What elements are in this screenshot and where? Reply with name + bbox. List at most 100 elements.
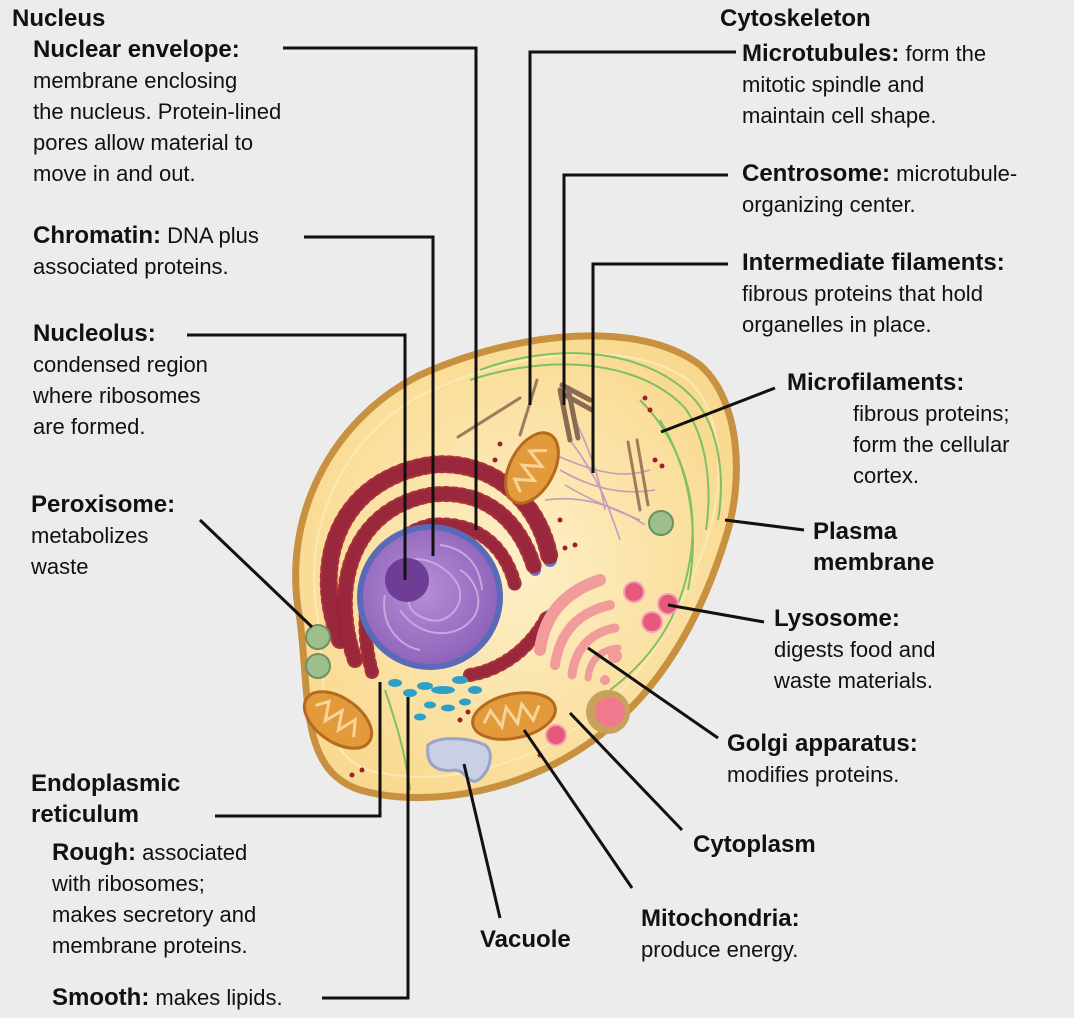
vesicle	[586, 690, 630, 734]
term-intermediate-filaments: Intermediate filaments:	[742, 249, 1005, 276]
label-mitochondria: Mitochondria: produce energy.	[641, 903, 800, 965]
desc-line: associated proteins.	[33, 254, 229, 279]
term-mitochondria: Mitochondria:	[641, 905, 800, 932]
term-microfilaments: Microfilaments:	[787, 369, 965, 396]
term-rough: Rough:	[52, 839, 136, 866]
label-smooth-er: Smooth: makes lipids.	[52, 982, 283, 1013]
label-peroxisome: Peroxisome: metabolizes waste	[31, 489, 175, 582]
term-golgi: Golgi apparatus:	[727, 730, 918, 757]
desc-line: digests food and	[774, 637, 936, 662]
label-plasma-membrane: Plasma membrane	[813, 516, 934, 578]
leader-centrosome	[562, 173, 728, 405]
desc-inline: form the	[899, 41, 987, 66]
term-vacuole: Vacuole	[480, 926, 571, 953]
nucleolus	[385, 558, 429, 602]
leader-mitochondria	[522, 729, 634, 889]
desc-line: maintain cell shape.	[742, 103, 937, 128]
leader-microtubules	[528, 50, 736, 405]
desc-line: organelles in place.	[742, 312, 932, 337]
label-vacuole: Vacuole	[480, 924, 571, 955]
leader-vacuole	[462, 763, 502, 919]
leader-peroxisome	[198, 518, 314, 629]
desc-line: are formed.	[33, 414, 146, 439]
desc-line: with ribosomes;	[52, 871, 205, 896]
label-chromatin: Chromatin: DNA plus associated proteins.	[33, 220, 259, 282]
leader-nuclear-envelope	[283, 46, 478, 530]
desc-line: mitotic spindle and	[742, 72, 925, 97]
label-rough-er: Rough: associated with ribosomes; makes …	[52, 837, 256, 961]
microtubules	[456, 378, 650, 512]
smooth-er	[388, 676, 482, 721]
term-microtubules: Microtubules:	[742, 40, 900, 67]
desc-inline: makes lipids.	[149, 985, 283, 1010]
leader-lysosome	[667, 603, 765, 624]
desc-line: move in and out.	[33, 161, 196, 186]
desc-line: fibrous proteins;	[853, 401, 1010, 426]
desc-line: form the cellular	[853, 432, 1010, 457]
intermediate-filaments	[544, 419, 656, 541]
desc-line: metabolizes	[31, 523, 149, 548]
label-intermediate-filaments: Intermediate filaments: fibrous proteins…	[742, 247, 1005, 340]
desc-inline: DNA plus	[161, 223, 259, 248]
desc-line: the nucleus. Protein-lined	[33, 99, 282, 124]
desc-line: organizing center.	[742, 192, 916, 217]
label-nucleolus: Nucleolus: condensed region where riboso…	[33, 318, 208, 442]
desc-line: condensed region	[33, 352, 208, 377]
mitochondria	[302, 431, 560, 750]
nucleus-heading: Nucleus	[12, 5, 106, 32]
label-lysosome: Lysosome: digests food and waste materia…	[774, 603, 935, 696]
term-nucleolus: Nucleolus:	[33, 320, 156, 347]
desc-line: membrane proteins.	[52, 933, 248, 958]
desc-line: membrane enclosing	[33, 68, 238, 93]
desc-inline: associated	[135, 840, 248, 865]
term-cytoplasm: Cytoplasm	[693, 831, 816, 858]
term-pm-line: membrane	[813, 549, 935, 576]
cytoplasm	[313, 353, 720, 778]
term-er-line: Endoplasmic	[31, 770, 181, 797]
label-golgi-apparatus: Golgi apparatus: modifies proteins.	[727, 728, 918, 790]
leader-plasma-membrane	[724, 518, 805, 532]
centrosome	[557, 382, 595, 443]
label-centrosome: Centrosome: microtubule- organizing cent…	[742, 158, 1017, 220]
leader-cytoplasm	[568, 711, 684, 832]
term-lysosome: Lysosome:	[774, 605, 900, 632]
leader-endoplasmic-reticulum	[215, 682, 382, 818]
chromatin	[383, 544, 483, 651]
label-microfilaments: Microfilaments: fibrous proteins; form t…	[787, 367, 1010, 491]
desc-line: produce energy.	[641, 937, 799, 962]
golgi-apparatus	[534, 574, 622, 685]
label-microtubules: Microtubules: form the mitotic spindle a…	[742, 38, 986, 131]
desc-line: cortex.	[853, 463, 920, 488]
term-chromatin: Chromatin:	[33, 222, 161, 249]
term-nuclear-envelope: Nuclear envelope:	[33, 36, 240, 63]
desc-line: where ribosomes	[33, 383, 201, 408]
label-cytoplasm: Cytoplasm	[693, 829, 816, 860]
term-smooth: Smooth:	[52, 984, 150, 1011]
leader-chromatin	[304, 235, 435, 556]
peroxisomes	[305, 510, 674, 679]
term-peroxisome: Peroxisome:	[31, 491, 176, 518]
desc-line: modifies proteins.	[727, 762, 900, 787]
nucleus	[357, 524, 503, 670]
leader-nucleolus	[187, 333, 407, 580]
leader-smooth-er	[322, 697, 410, 1000]
desc-line: waste materials.	[774, 668, 933, 693]
label-endoplasmic-reticulum: Endoplasmic reticulum	[31, 768, 180, 830]
desc-line: makes secretory and	[52, 902, 257, 927]
leader-golgi	[587, 646, 719, 740]
desc-line: fibrous proteins that hold	[742, 281, 983, 306]
term-centrosome: Centrosome:	[742, 160, 891, 187]
desc-inline: microtubule-	[890, 161, 1018, 186]
desc-line: pores allow material to	[33, 130, 254, 155]
cytoskeleton-heading: Cytoskeleton	[720, 5, 871, 32]
desc-line: waste	[31, 554, 89, 579]
term-pm-line: Plasma	[813, 518, 898, 545]
lysosomes	[545, 581, 679, 746]
leader-intermediate-filaments	[591, 262, 728, 473]
leader-lines	[187, 46, 805, 1000]
vacuole	[426, 737, 492, 783]
label-nuclear-envelope: Nuclear envelope: membrane enclosing the…	[33, 34, 281, 189]
leader-microfilaments	[660, 386, 776, 434]
term-er-line: reticulum	[31, 801, 140, 828]
